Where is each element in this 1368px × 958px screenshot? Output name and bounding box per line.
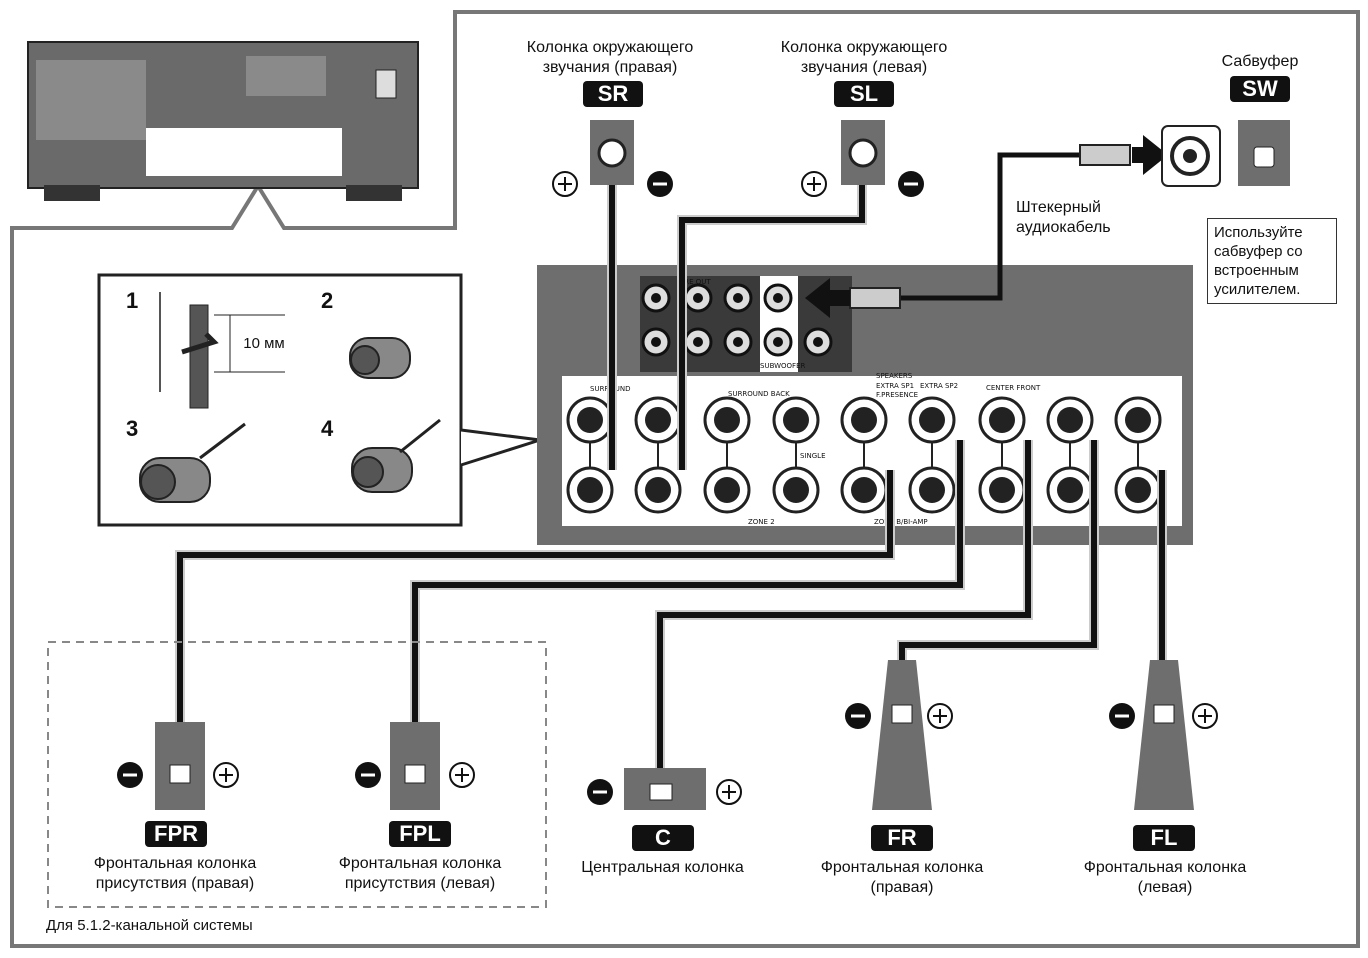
fpl-label: Фронтальная колонка присутствия (левая)	[338, 855, 502, 892]
cable-label: Штекерный аудиокабель	[1016, 199, 1111, 236]
binding-post-icon-step2	[349, 337, 411, 379]
sw-label: Сабвуфер	[1221, 53, 1299, 70]
rca-jack-center	[651, 293, 661, 303]
sl-badge: SL	[834, 81, 894, 107]
arrow-left-icon	[805, 278, 850, 318]
fpr-label: Фронтальная колонка присутствия (правая)	[93, 855, 257, 892]
subwoofer-cable	[805, 125, 1221, 318]
fr-label: Фронтальная колонка (правая)	[820, 859, 984, 896]
speaker-driver-icon	[597, 138, 627, 168]
rca-plug-icon	[1079, 144, 1131, 166]
label-extra-sp2: EXTRA SP2	[920, 382, 958, 390]
cable	[412, 440, 963, 775]
speaker-terminal-group	[566, 396, 1162, 514]
step-2-number: 2	[321, 288, 334, 313]
rca-jack-center	[813, 337, 823, 347]
step-1-number: 1	[126, 288, 139, 313]
speaker-terminal-core	[989, 407, 1015, 433]
speaker-terminal-core	[783, 407, 809, 433]
fpl-badge: FPL	[389, 821, 451, 847]
front-speaker-icon	[872, 660, 932, 810]
twist-arrow-icon	[181, 332, 219, 355]
cable	[657, 440, 1031, 795]
speaker-terminal-core	[1125, 477, 1151, 503]
presence-group-border	[47, 641, 547, 908]
rca-jack-center	[693, 337, 703, 347]
label-extra-sp1: EXTRA SP1	[876, 382, 914, 390]
speaker-terminal-icon	[169, 764, 191, 784]
sw-badge: SW	[1230, 76, 1290, 102]
cable	[177, 470, 893, 775]
binding-post-icon-step4	[351, 418, 441, 493]
speaker-terminal-core	[1057, 477, 1083, 503]
speaker-terminal-core	[851, 477, 877, 503]
cable-end-icon	[189, 304, 209, 409]
speaker-terminal-core	[919, 407, 945, 433]
speaker-driver-icon	[848, 138, 878, 168]
subwoofer-jack-icon	[1253, 146, 1275, 168]
speaker-terminal-icon	[891, 704, 913, 724]
binding-post-icon-step3	[139, 422, 246, 503]
speaker-terminal-core	[989, 477, 1015, 503]
receiver-thumbnail	[27, 41, 419, 201]
label-surround-back: SURROUND BACK	[728, 390, 790, 398]
speaker-terminal-core	[577, 477, 603, 503]
speaker-terminal-core	[645, 407, 671, 433]
group-note: Для 5.1.2-канальной системы	[46, 917, 253, 934]
speaker-terminal-core	[1057, 407, 1083, 433]
strip-length: 10 мм	[243, 335, 285, 352]
rca-jack-center	[693, 293, 703, 303]
label-presence: F.PRESENCE	[876, 391, 918, 399]
speaker-terminal-core	[919, 477, 945, 503]
speaker-terminal-icon	[1153, 704, 1175, 724]
label-zone-amp: ZONE B/BI-AMP	[874, 518, 928, 526]
cable	[679, 155, 865, 470]
wiring-steps-box	[97, 273, 541, 527]
rca-jack-center	[651, 337, 661, 347]
sr-label: Колонка окружающего звучания (правая)	[526, 39, 694, 76]
label-zone2: ZONE 2	[748, 518, 775, 526]
speaker-terminal-core	[1125, 407, 1151, 433]
label-center-front: CENTER FRONT	[986, 384, 1041, 392]
label-pre-out: PRE OUT	[680, 278, 711, 286]
c-badge: C	[632, 825, 694, 851]
speaker-terminal-core	[851, 407, 877, 433]
step-4-number: 4	[321, 416, 334, 441]
label-speakers: SPEAKERS	[876, 372, 913, 380]
arrow-right-icon	[1132, 135, 1168, 175]
front-speaker-icon	[1134, 660, 1194, 810]
speaker-terminal-core	[645, 477, 671, 503]
rca-jack-center	[733, 337, 743, 347]
speaker-terminal-icon	[649, 783, 673, 801]
fr-badge: FR	[871, 825, 933, 851]
receiver-rear-panel: SURROUND SURROUND BACK SPEAKERS EXTRA SP…	[537, 265, 1193, 545]
fpr-badge: FPR	[145, 821, 207, 847]
speaker-terminal-icon	[404, 764, 426, 784]
fl-badge: FL	[1133, 825, 1195, 851]
rca-jack-group	[641, 283, 833, 357]
rca-plug-icon	[849, 287, 901, 309]
rca-jack-center	[773, 337, 783, 347]
subwoofer-note: Используйте сабвуфер со встроенным усили…	[1207, 218, 1337, 304]
outer-frame	[10, 10, 1360, 948]
fl-label: Фронтальная колонка (левая)	[1083, 859, 1247, 896]
step-3-number: 3	[126, 416, 139, 441]
label-subwoofer-jack: SUBWOOFER	[760, 362, 806, 370]
sr-badge: SR	[583, 81, 643, 107]
speaker-terminal-core	[714, 407, 740, 433]
rca-jack-center	[733, 293, 743, 303]
speaker-terminal-core	[714, 477, 740, 503]
c-label: Центральная колонка	[581, 859, 744, 876]
rca-jack-center	[773, 293, 783, 303]
speaker-terminal-core	[577, 407, 603, 433]
speaker-icons	[117, 120, 1290, 810]
speaker-terminal-core	[783, 477, 809, 503]
sl-label: Колонка окружающего звучания (левая)	[780, 39, 948, 76]
label-single: SINGLE	[800, 452, 826, 460]
